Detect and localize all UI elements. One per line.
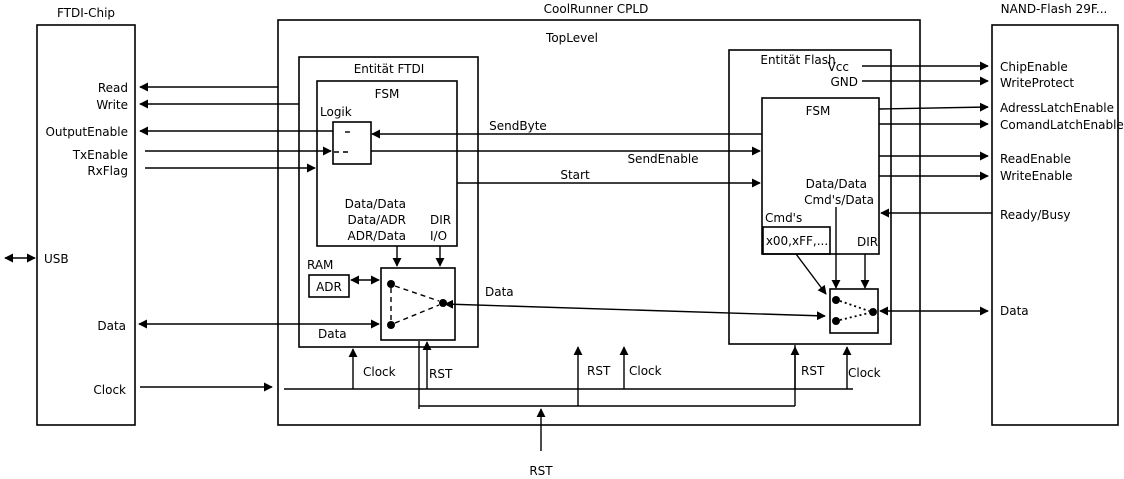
clock-ftdi-label: Clock: [363, 365, 396, 379]
ftdi-mux-node: [439, 299, 447, 307]
ftdi-chip-block: [36, 24, 136, 426]
logik-label: Logik: [320, 105, 352, 119]
ftdi-mux-switch-line: [394, 304, 440, 324]
data-bus-label: Data: [485, 285, 514, 299]
ftdi-fsm-title: FSM: [375, 87, 400, 101]
tx-enable-label: TxEnable: [72, 148, 128, 162]
output-enable-label: OutputEnable: [45, 125, 128, 139]
usb-label: USB: [44, 252, 69, 266]
reset-ftdi-label: RST: [429, 367, 453, 381]
ftdi-chip-title: FTDI-Chip: [57, 6, 115, 20]
clock-input-label: Clock: [93, 383, 126, 397]
cpld-title: CoolRunner CPLD: [544, 2, 649, 16]
ftdi-io-label: I/O: [430, 229, 447, 243]
reset-toplevel-label: RST: [587, 364, 611, 378]
ready-busy-label: Ready/Busy: [1000, 208, 1071, 222]
write-protect-label: WriteProtect: [1000, 76, 1074, 90]
ftdi-mux-node: [387, 280, 395, 288]
ftdi-fsm-io-label: Data/Data: [345, 197, 406, 211]
write-label: Write: [96, 98, 128, 112]
flash-mux-node: [832, 296, 840, 304]
clock-toplevel-label: Clock: [629, 364, 662, 378]
send-enable-label: SendEnable: [627, 152, 698, 166]
flash-fsm-io-label: Data/Data: [806, 177, 867, 191]
ftdi-mux-node: [387, 321, 395, 329]
ftdi-fsm-block: [316, 80, 458, 247]
data-bus-between-entities: [444, 299, 826, 321]
entity-flash-block: [728, 49, 892, 345]
nand-flash-block: [991, 24, 1119, 426]
flash-mux-node: [869, 308, 877, 316]
flash-mux-node: [832, 317, 840, 325]
ftdi-mux-data-label: Data: [318, 327, 347, 341]
cmds-label: Cmd's: [765, 211, 802, 225]
adress-latch-enable-signal: [878, 102, 989, 112]
flash-mux-switch-line: [839, 300, 870, 312]
flash-mux-block: [829, 288, 879, 334]
gnd-label: GND: [830, 75, 858, 89]
rx-flag-label: RxFlag: [87, 164, 128, 178]
flash-fsm-title: FSM: [806, 104, 831, 118]
start-label: Start: [560, 168, 590, 182]
adress-latch-enable-label: AdressLatchEnable: [1000, 101, 1114, 115]
flash-dir-label: DIR: [857, 235, 878, 249]
write-enable-label: WriteEnable: [1000, 169, 1073, 183]
ftdi-mux-switch-line: [394, 285, 440, 302]
adr-register-label: ADR: [316, 280, 342, 294]
cmds-values: x00,xFF,...: [766, 234, 828, 248]
read-label: Read: [98, 81, 128, 95]
vcc-label: Vcc: [828, 60, 849, 74]
clock-flash-label: Clock: [848, 366, 881, 380]
comand-latch-enable-label: ComandLatchEnable: [1000, 118, 1124, 132]
chip-enable-label: ChipEnable: [1000, 60, 1068, 74]
adr-register-block: [308, 274, 350, 298]
entity-ftdi-title: Entität FTDI: [354, 62, 425, 76]
ftdi-data-label: Data: [97, 319, 126, 333]
flash-fsm-io-label: Cmd's/Data: [804, 193, 874, 207]
cmds-to-mux: [795, 253, 827, 295]
ftdi-dir-label: DIR: [430, 213, 451, 227]
toplevel-title: TopLevel: [545, 31, 598, 45]
entity-flash-title: Entität Flash: [760, 53, 835, 67]
ram-label: RAM: [307, 258, 333, 272]
send-byte-label: SendByte: [489, 119, 547, 133]
cpld-block: [277, 19, 921, 426]
nand-flash-title: NAND-Flash 29F...: [1001, 2, 1108, 16]
reset-input-label: RST: [529, 464, 553, 478]
reset-flash-label: RST: [801, 364, 825, 378]
nand-data-label: Data: [1000, 304, 1029, 318]
flash-fsm-block: [761, 97, 880, 255]
read-enable-label: ReadEnable: [1000, 152, 1071, 166]
flash-mux-switch-line: [839, 312, 870, 321]
entity-ftdi-block: [298, 56, 479, 348]
ftdi-fsm-io-label: Data/ADR: [348, 213, 406, 227]
ftdi-fsm-io-label: ADR/Data: [348, 229, 406, 243]
logik-block: [332, 121, 372, 165]
